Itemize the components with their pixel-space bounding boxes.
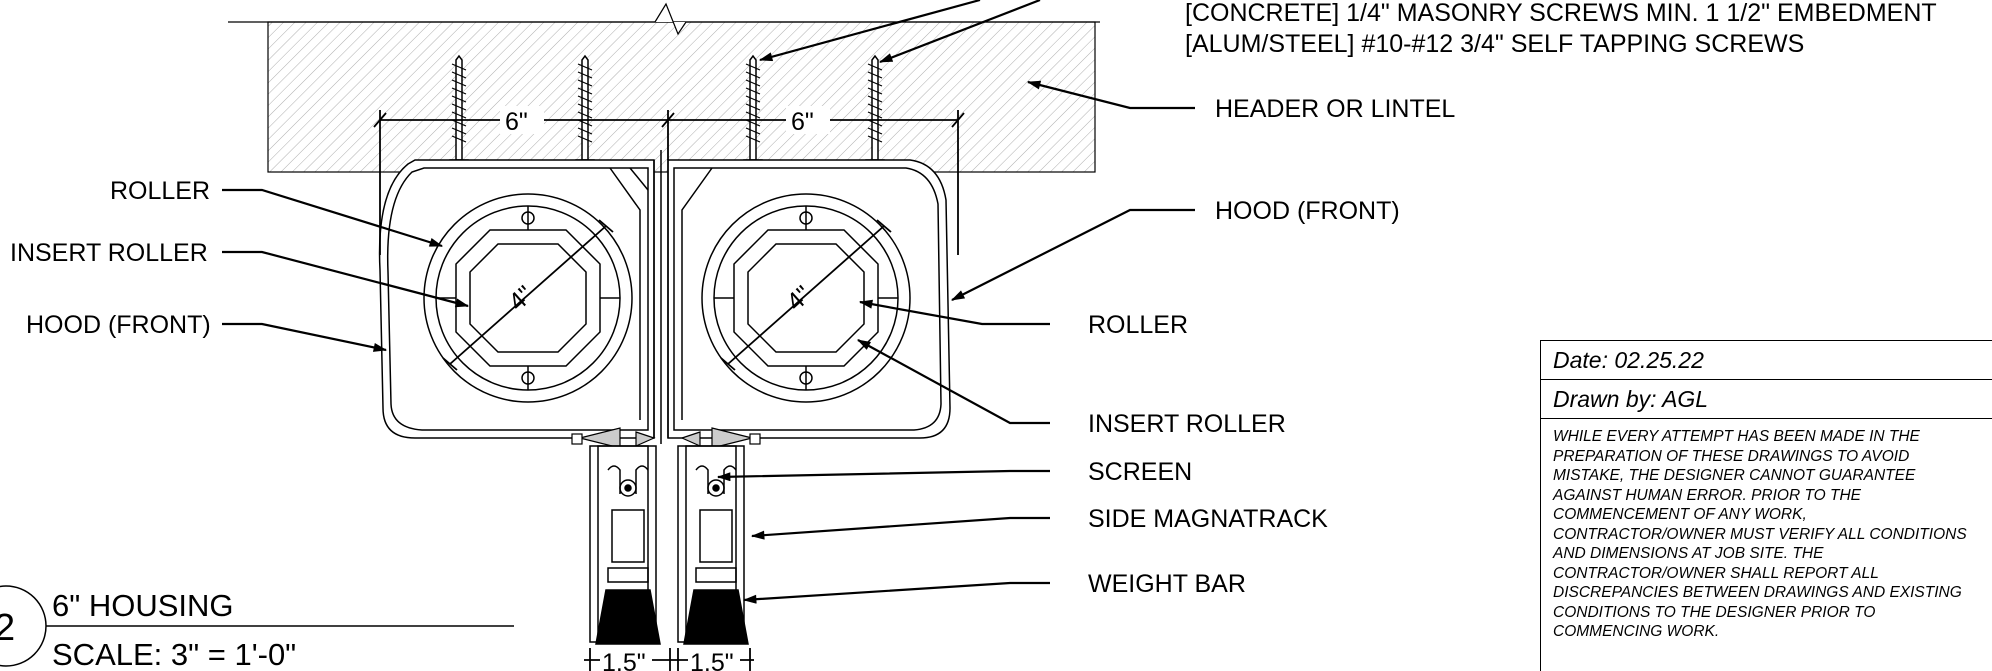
roller-left [423, 193, 633, 403]
title-block-disclaimer: WHILE EVERY ATTEMPT HAS BEEN MADE IN THE… [1553, 428, 1967, 640]
spacing-dimension [373, 110, 965, 255]
label-insert-roller-right: INSERT ROLLER [1088, 410, 1286, 438]
label-side-magnatrack: SIDE MAGNATRACK [1088, 505, 1328, 533]
detail-title-text: 6" HOUSING [52, 588, 234, 623]
spacing-right-text: 6" [791, 108, 814, 136]
roller-diameter-dims [442, 219, 892, 371]
detail-number: 2 [0, 607, 15, 649]
title-block-date: Date: 02.25.22 [1541, 341, 1992, 380]
detail-scale-text: SCALE: 3" = 1'-0" [52, 637, 296, 671]
header-lintel [228, 2, 1100, 173]
label-roller-right: ROLLER [1088, 311, 1188, 339]
track-right-dim-text: 1.5" [690, 649, 734, 671]
label-insert-roller-left: INSERT ROLLER [10, 239, 208, 267]
title-block-drawn-by: Drawn by: AGL [1541, 380, 1992, 419]
track-left [589, 445, 661, 645]
spacing-left-text: 6" [505, 108, 528, 136]
label-roller-left: ROLLER [110, 177, 210, 205]
bottom-seals [571, 427, 761, 449]
leader-lines [222, 0, 1195, 604]
label-header-lintel: HEADER OR LINTEL [1215, 95, 1455, 123]
label-weight-bar: WEIGHT BAR [1088, 570, 1246, 598]
roller-right [701, 193, 911, 403]
label-hood-front-right: HOOD (FRONT) [1215, 197, 1400, 225]
center-divider [653, 150, 669, 444]
screw-note-line1: [CONCRETE] 1/4" MASONRY SCREWS MIN. 1 1/… [1185, 0, 1937, 27]
label-hood-front-left: HOOD (FRONT) [26, 311, 211, 339]
screw-note-line2: [ALUM/STEEL] #10-#12 3/4" SELF TAPPING S… [1185, 30, 1804, 58]
detail-title: 2 6" HOUSING SCALE: 3" = 1'-0" [0, 585, 514, 671]
title-block: Date: 02.25.22 Drawn by: AGL WHILE EVERY… [1540, 340, 1992, 671]
label-screen: SCREEN [1088, 458, 1192, 486]
track-right [677, 445, 749, 645]
track-left-dim-text: 1.5" [602, 649, 646, 671]
